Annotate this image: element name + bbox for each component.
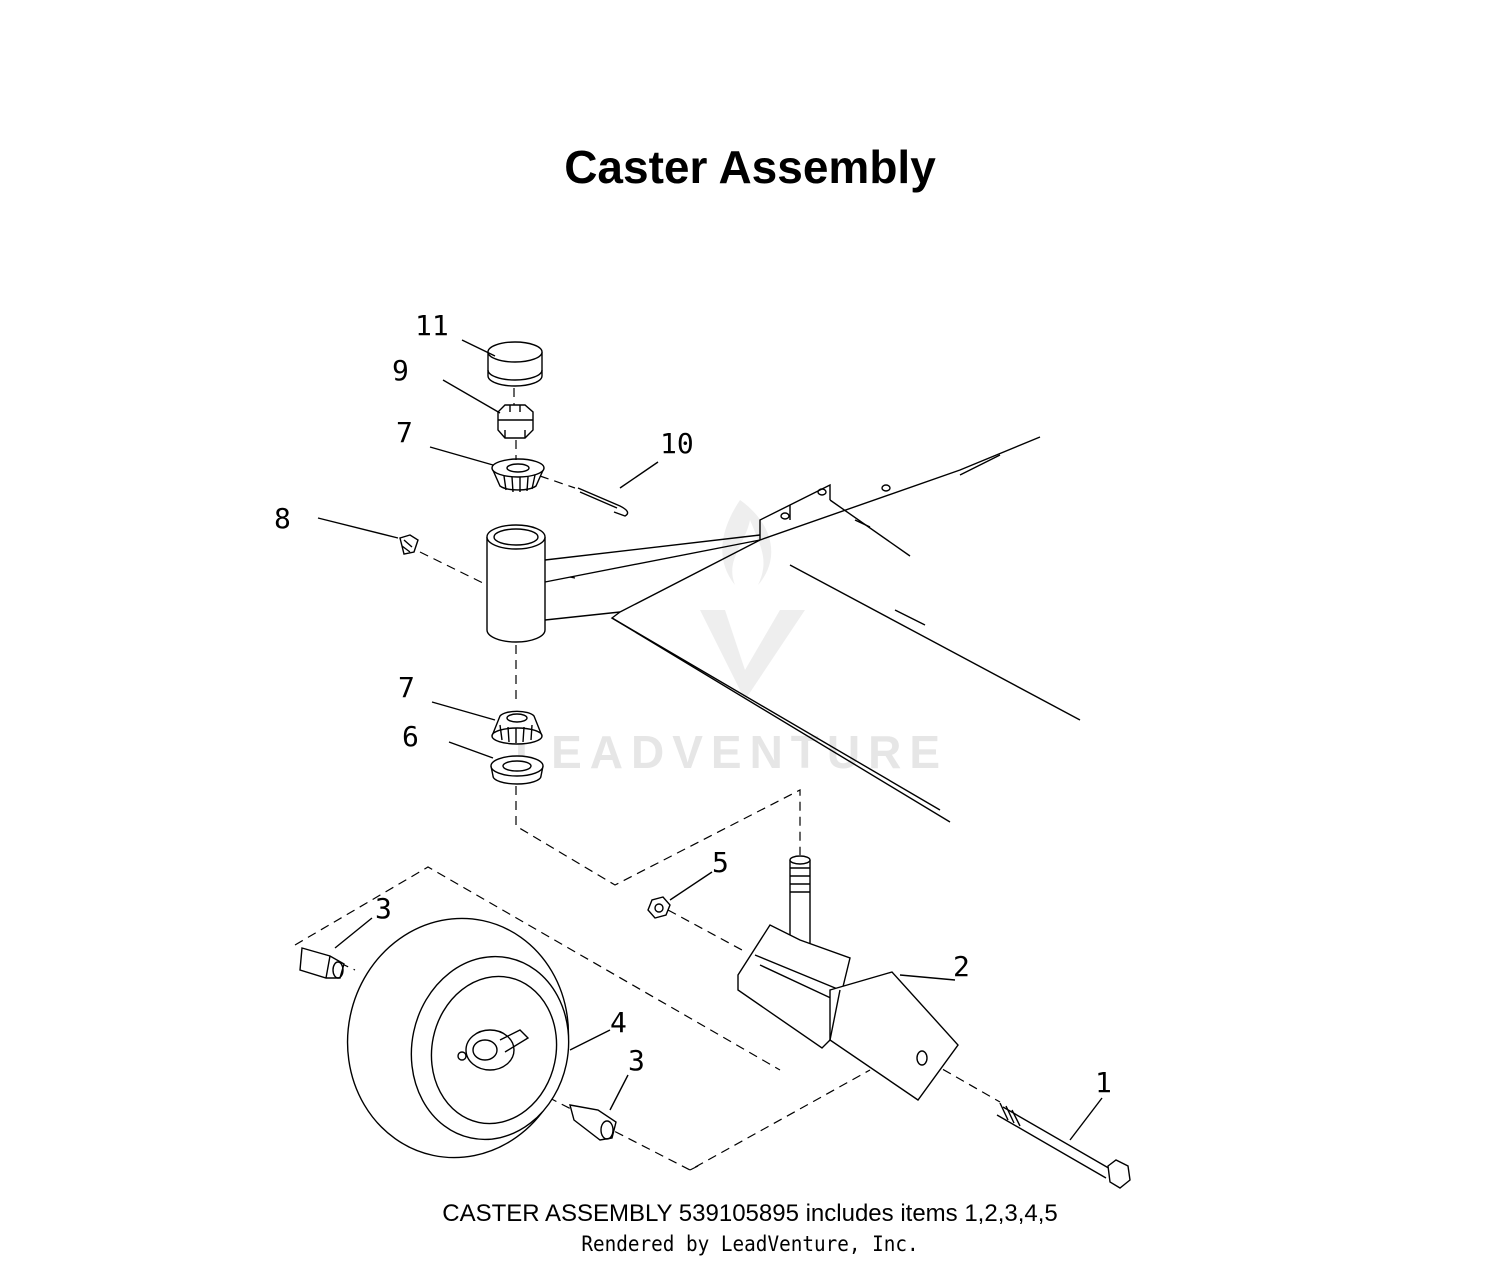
- callout-3-upper: 3: [375, 892, 392, 925]
- yoke-arms: [544, 534, 761, 621]
- callout-7-upper: 7: [396, 416, 413, 449]
- bearing-cup-part-6: [490, 755, 544, 785]
- lock-nut-part-5: [647, 896, 671, 919]
- bolt-part-1: [996, 1102, 1131, 1189]
- callout-9: 9: [392, 354, 409, 387]
- spindle-housing: [486, 524, 546, 643]
- caster-fork-part-2: [737, 855, 959, 1101]
- callout-2: 2: [953, 950, 970, 983]
- callout-6: 6: [402, 720, 419, 753]
- cotter-pin-part-10: [577, 487, 629, 517]
- diagram-title: Caster Assembly: [564, 141, 936, 193]
- leadventure-watermark: LEADVENTURE: [515, 500, 948, 778]
- callout-3-lower: 3: [628, 1044, 645, 1077]
- callout-10: 10: [660, 427, 694, 460]
- bushing-lower-part-3: [569, 1104, 617, 1141]
- bearing-cone-lower-part-7: [491, 710, 543, 745]
- callout-8: 8: [274, 502, 291, 535]
- watermark-text: LEADVENTURE: [515, 726, 948, 778]
- callout-1: 1: [1095, 1066, 1112, 1099]
- wheel-part-4: [346, 917, 570, 1159]
- assembly-caption: CASTER ASSEMBLY 539105895 includes items…: [442, 1200, 1058, 1227]
- rendered-by-credit: Rendered by LeadVenture, Inc.: [581, 1232, 919, 1256]
- assembly-dash-lines: [294, 388, 1001, 1171]
- callout-4: 4: [610, 1006, 627, 1039]
- bushing-upper-part-3: [299, 947, 345, 979]
- callout-5: 5: [712, 846, 729, 879]
- deck-frame: [610, 436, 1081, 823]
- dust-cap-part-11: [487, 341, 543, 387]
- grease-fitting-part-8: [399, 534, 419, 555]
- callouts: 11 9 7 10 8 7 6 5 3 2 4 3 1: [274, 309, 1112, 1099]
- callout-7-lower: 7: [398, 671, 415, 704]
- castle-nut-part-9: [497, 404, 534, 439]
- leader-lines: [317, 339, 1103, 1141]
- callout-11: 11: [415, 309, 449, 342]
- bearing-cone-upper-part-7: [491, 458, 545, 493]
